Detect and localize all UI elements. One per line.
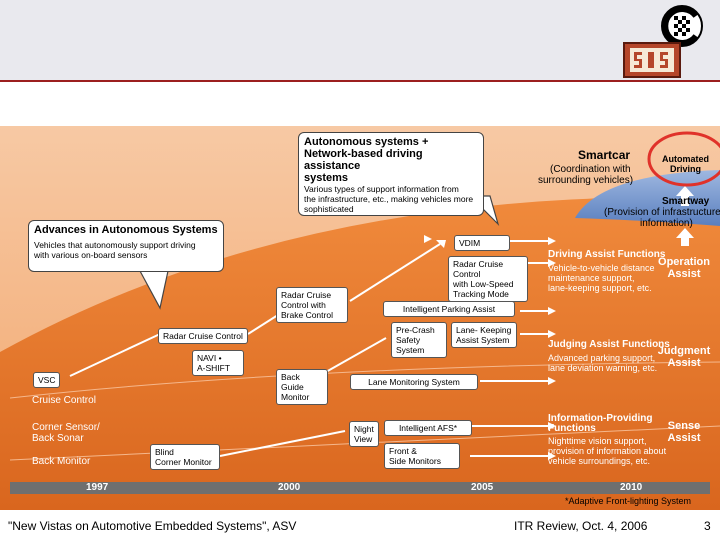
cruise-control-label: Cruise Control xyxy=(32,395,96,406)
radar-cruise-box: Radar Cruise Control xyxy=(158,328,248,344)
front-side-line2: Side Monitors xyxy=(389,456,441,466)
lanekeep-line1: Lane- Keeping xyxy=(456,325,512,335)
operation-line2: Assist xyxy=(667,268,701,280)
radar-low-line2: with Low-Speed xyxy=(453,279,514,289)
vdim-box: VDIM xyxy=(454,235,510,251)
smartway-sub-line2: information) xyxy=(640,218,693,229)
info-line2: provision of information about xyxy=(548,446,667,456)
vsc-box: VSC xyxy=(33,372,61,388)
back-monitor-label: Back Monitor xyxy=(32,456,91,467)
corner-sensor-line1: Corner Sensor/ xyxy=(32,422,100,433)
radar-low-line1: Radar Cruise Control xyxy=(453,259,504,279)
navi-ashift-box: NAVI • A-SHIFT xyxy=(192,350,244,376)
year-2000: 2000 xyxy=(278,482,301,493)
corner-sensor-line2: Back Sonar xyxy=(32,433,84,444)
night-line2: View xyxy=(354,434,373,444)
navi-line2: A-SHIFT xyxy=(197,363,231,373)
info-line1: Nighttime vision support, xyxy=(548,436,647,446)
footer-date-text: ITR Review, Oct. 4, 2006 xyxy=(514,519,648,533)
lane-monitoring-box: Lane Monitoring System xyxy=(350,374,478,390)
sense-line2: Assist xyxy=(667,432,701,444)
network-title-line3: systems xyxy=(304,172,349,184)
night-view-box: Night View xyxy=(349,421,379,447)
information-providing-functions: Information-Providing Functions Nighttim… xyxy=(548,413,667,467)
operation-line1: Operation xyxy=(658,256,710,268)
radar-brake-line3: Brake Control xyxy=(281,310,333,320)
judging-line2: lane deviation warning, etc. xyxy=(548,363,658,373)
network-title-line1: Autonomous systems + xyxy=(304,136,429,148)
operation-assist-label: Operation Assist xyxy=(654,256,714,280)
judging-title: Judging Assist Functions xyxy=(548,339,670,350)
timeline-bar xyxy=(10,482,710,494)
back-guide-line1: Back Guide xyxy=(281,372,304,392)
header-divider xyxy=(0,80,720,82)
smartcar-sub-line2: surrounding vehicles) xyxy=(538,175,634,186)
network-body-line1: Various types of support information fro… xyxy=(304,184,459,194)
smartway-label: Smartway xyxy=(662,196,710,207)
driving-line1: Vehicle-to-vehicle distance xyxy=(548,263,655,273)
page-number: 3 xyxy=(704,519,711,533)
lane-keeping-box: Lane- Keeping Assist System xyxy=(451,322,517,348)
precrash-line2: Safety System xyxy=(396,335,425,355)
header-band xyxy=(0,0,720,82)
smartcar-label: Smartcar xyxy=(578,148,631,162)
smartcar-sub-line1: (Coordination with xyxy=(550,164,631,175)
sense-line1: Sense xyxy=(667,420,701,432)
front-side-line1: Front & xyxy=(389,446,417,456)
driving-assist-functions: Driving Assist Functions Vehicle-to-vehi… xyxy=(548,249,666,294)
c-logo-icon xyxy=(661,5,703,47)
year-2005: 2005 xyxy=(471,482,494,493)
info-line3: vehicle surroundings, etc. xyxy=(548,456,651,466)
advances-callout: Advances in Autonomous Systems Vehicles … xyxy=(28,220,224,272)
year-1997: 1997 xyxy=(86,482,109,493)
blind-line2: Corner Monitor xyxy=(155,457,212,467)
blind-line1: Blind xyxy=(155,447,174,457)
automated-label-line1: Automated xyxy=(662,154,709,164)
driving-title: Driving Assist Functions xyxy=(548,249,666,260)
info-title-line2: Functions xyxy=(548,423,596,434)
intelligent-afs-box: Intelligent AFS* xyxy=(384,420,472,436)
advances-title: Advances in Autonomous Systems xyxy=(34,224,218,236)
network-systems-callout: Autonomous systems + Network-based drivi… xyxy=(298,132,484,216)
radar-low-speed-box: Radar Cruise Control with Low-Speed Trac… xyxy=(448,256,528,302)
judging-line1: Advanced parking support, xyxy=(548,353,656,363)
precrash-line1: Pre-Crash xyxy=(396,325,435,335)
lanekeep-line2: Assist System xyxy=(456,335,510,345)
parking-assist-box: Intelligent Parking Assist xyxy=(383,301,515,317)
driving-line2: maintenance support, xyxy=(548,273,635,283)
judgment-line1: Judgment xyxy=(657,345,711,357)
navi-line1: NAVI • xyxy=(197,353,222,363)
title-area xyxy=(0,82,720,126)
back-guide-box: Back Guide Monitor xyxy=(276,369,328,405)
radar-brake-line2: Control with xyxy=(281,300,326,310)
blind-corner-box: Blind Corner Monitor xyxy=(150,444,220,470)
night-line1: Night xyxy=(354,424,374,434)
network-title-line2: Network-based driving assistance xyxy=(304,148,423,172)
advances-body-line2: with various on-board sensors xyxy=(34,250,148,260)
judging-assist-functions: Judging Assist Functions Advanced parkin… xyxy=(548,339,670,374)
judgment-line2: Assist xyxy=(667,357,701,369)
precrash-box: Pre-Crash Safety System xyxy=(391,322,447,358)
network-body-line3: sophisticated xyxy=(304,204,354,214)
network-body-line2: the infrastructure, etc., making vehicle… xyxy=(304,194,474,204)
judgment-assist-label: Judgment Assist xyxy=(654,345,714,369)
sis-logo-icon xyxy=(623,42,681,78)
info-title-line1: Information-Providing xyxy=(548,413,653,424)
automated-label-line2: Driving xyxy=(670,164,702,174)
radar-low-line3: Tracking Mode xyxy=(453,289,509,299)
afs-footnote: *Adaptive Front-lighting System xyxy=(565,496,692,506)
radar-brake-box: Radar Cruise Control with Brake Control xyxy=(276,287,348,323)
back-guide-line2: Monitor xyxy=(281,392,310,402)
sense-assist-label: Sense Assist xyxy=(654,420,714,444)
smartway-sub-line1: (Provision of infrastructure xyxy=(604,207,720,218)
highlight-circle xyxy=(647,131,720,187)
front-side-monitors-box: Front & Side Monitors xyxy=(384,443,460,469)
radar-brake-line1: Radar Cruise xyxy=(281,290,332,300)
driving-line3: lane-keeping support, etc. xyxy=(548,283,652,293)
advances-body-line1: Vehicles that autonomously support drivi… xyxy=(34,240,196,250)
footer-left-text: "New Vistas on Automotive Embedded Syste… xyxy=(8,519,297,533)
year-2010: 2010 xyxy=(620,482,643,493)
